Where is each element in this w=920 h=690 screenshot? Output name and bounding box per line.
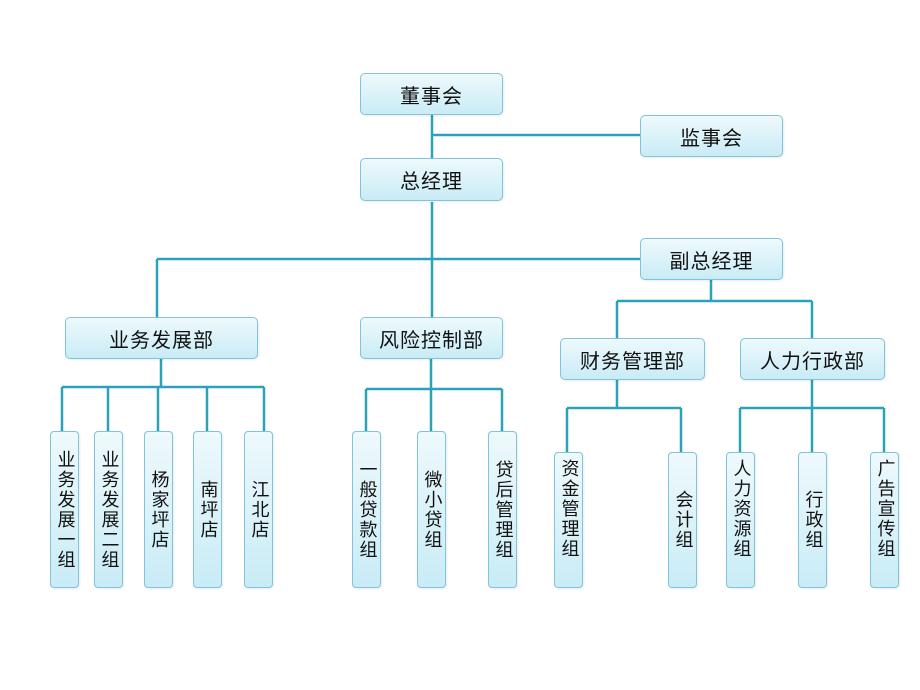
- node-supervisors: 监事会: [640, 115, 783, 157]
- node-biz-group-2: 业务发展二组: [94, 431, 123, 588]
- node-post-loan-group: 贷后管理组: [488, 431, 517, 588]
- node-risk-control-dept: 风险控制部: [360, 317, 503, 359]
- node-nanping-store: 南坪店: [193, 431, 222, 588]
- node-biz-group-1: 业务发展一组: [50, 431, 79, 588]
- node-business-dev-dept: 业务发展部: [65, 317, 258, 359]
- node-finance-dept: 财务管理部: [560, 338, 705, 380]
- node-micro-loan-group: 微小贷组: [417, 431, 446, 588]
- node-board: 董事会: [360, 73, 503, 115]
- node-jiangbei-store: 江北店: [244, 431, 273, 588]
- node-general-loan-group: 一般贷款组: [352, 431, 381, 588]
- node-general-manager: 总经理: [360, 158, 503, 201]
- node-fund-mgmt-group: 资金管理组: [554, 452, 583, 588]
- node-publicity-group: 广告宣传组: [870, 452, 899, 588]
- node-admin-group: 行政组: [798, 452, 827, 588]
- node-hr-admin-dept: 人力行政部: [740, 338, 885, 380]
- node-hr-group: 人力资源组: [726, 452, 755, 588]
- node-yangjiaping-store: 杨家坪店: [144, 431, 173, 588]
- node-deputy-general-manager: 副总经理: [640, 238, 783, 280]
- node-accounting-group: 会计组: [668, 452, 697, 588]
